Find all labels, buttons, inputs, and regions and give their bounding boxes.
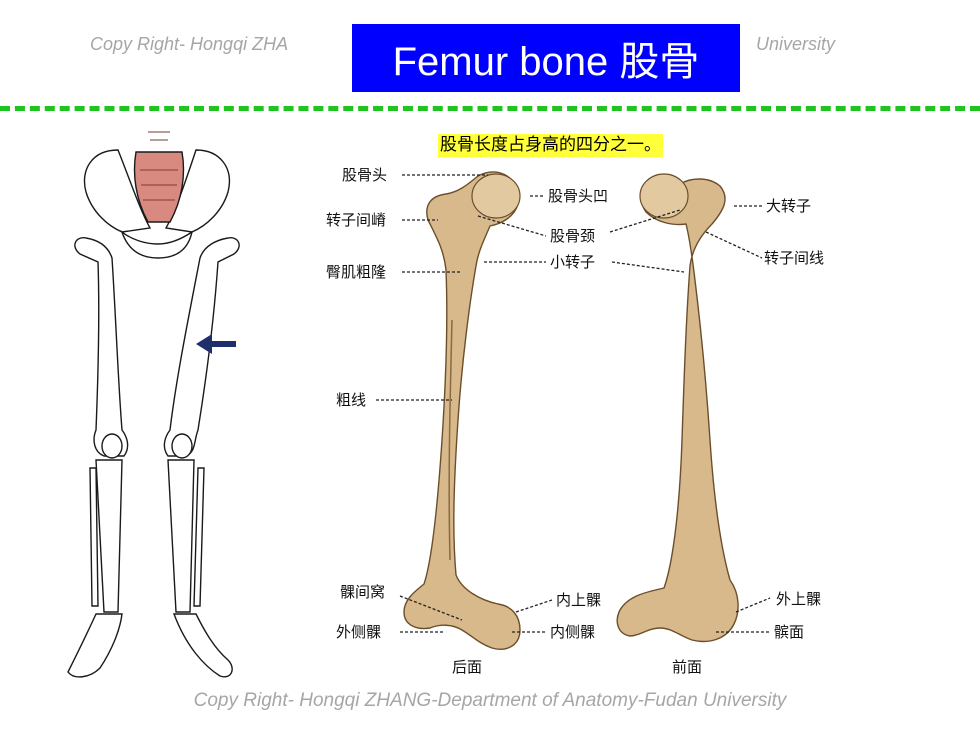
label-femoral-head: 股骨头: [342, 166, 387, 184]
femur-posterior: [403, 171, 521, 650]
pubis: [120, 229, 194, 259]
femur-anterior: [616, 173, 739, 643]
left-foot: [67, 613, 123, 678]
watermark-top-right: University: [756, 34, 836, 54]
label-femoral-neck: 股骨颈: [550, 227, 595, 245]
highlight-fact: 股骨长度占身高的四分之一。: [438, 134, 663, 157]
label-lesser-trochanter: 小转子: [550, 253, 595, 271]
dashed-divider: [0, 106, 980, 111]
leader-lines: [376, 174, 771, 633]
label-posterior-view: 后面: [452, 658, 482, 676]
femur-anterior-outline: [616, 175, 739, 643]
label-lateral-epicondyle: 外上髁: [776, 590, 821, 608]
watermark-bottom: Copy Right- Hongqi ZHANG-Department of A…: [193, 690, 787, 711]
label-intertrochanteric-crest: 转子间嵴: [326, 211, 386, 229]
label-intertrochanteric-line: 转子间线: [764, 249, 824, 267]
left-femur-sketch: [74, 237, 129, 457]
label-medial-epicondyle: 内上髁: [556, 591, 601, 609]
label-medial-condyle: 内侧髁: [550, 623, 595, 641]
label-patellar-surface: 髌面: [774, 623, 804, 641]
slide-title: Femur bone 股骨: [352, 24, 740, 92]
arrow-left-icon: [196, 334, 236, 354]
right-foot: [172, 613, 233, 678]
femur-posterior-outline: [403, 171, 521, 650]
skeleton-lower-limbs: [67, 131, 240, 678]
left-iliac-wing: [83, 149, 152, 233]
watermark-top: Copy Right- Hongqi ZHA: [90, 34, 289, 54]
label-anterior-view: 前面: [672, 658, 702, 676]
label-gluteal-tuberosity: 臀肌粗隆: [326, 263, 386, 281]
label-lateral-condyle: 外侧髁: [336, 623, 381, 641]
label-linea-aspera: 粗线: [336, 391, 366, 409]
label-fovea: 股骨头凹: [548, 187, 608, 205]
slide-title-text: Femur bone 股骨: [392, 40, 700, 84]
label-intercondylar-fossa: 髁间窝: [340, 583, 385, 601]
label-greater-trochanter: 大转子: [766, 197, 811, 215]
